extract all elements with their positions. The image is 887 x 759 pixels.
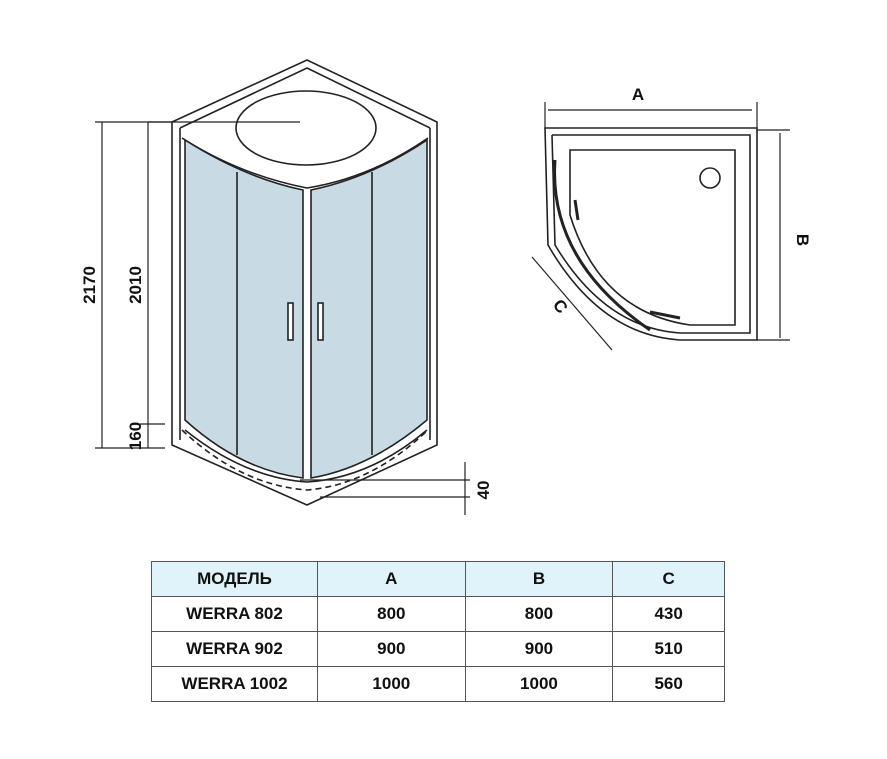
label-b: B [793,234,812,246]
cell-b: 1000 [464,666,614,702]
shower-front-view [171,59,438,506]
cell-model: WERRA 902 [151,631,318,667]
cell-a: 800 [317,596,466,632]
dim-2170: 2170 [80,266,99,304]
header-model: МОДЕЛЬ [151,561,318,597]
header-b: B [464,561,614,597]
header-a: A [317,561,466,597]
dim-40: 40 [474,481,493,500]
cell-c: 560 [612,666,725,702]
model-dimensions-table: МОДЕЛЬ A B C WERRA 802 800 800 430 WERRA… [151,561,725,702]
table-row: WERRA 902 900 900 510 [151,631,725,667]
cell-a: 900 [317,631,466,667]
glass-left [184,138,304,479]
cell-a: 1000 [317,666,466,702]
cell-model: WERRA 1002 [151,666,318,702]
table-header-row: МОДЕЛЬ A B C [151,561,725,597]
table-row: WERRA 802 800 800 430 [151,596,725,632]
header-c: C [612,561,725,597]
cell-c: 430 [612,596,725,632]
dimension-lines [95,121,470,515]
table-row: WERRA 1002 1000 1000 560 [151,666,725,702]
shower-plan-view [531,102,790,351]
dim-160: 160 [126,422,145,450]
label-a: A [632,85,644,104]
cell-b: 900 [464,631,614,667]
dim-2010: 2010 [126,266,145,304]
cell-c: 510 [612,631,725,667]
cell-b: 800 [464,596,614,632]
cell-model: WERRA 802 [151,596,318,632]
glass-right [310,138,428,479]
